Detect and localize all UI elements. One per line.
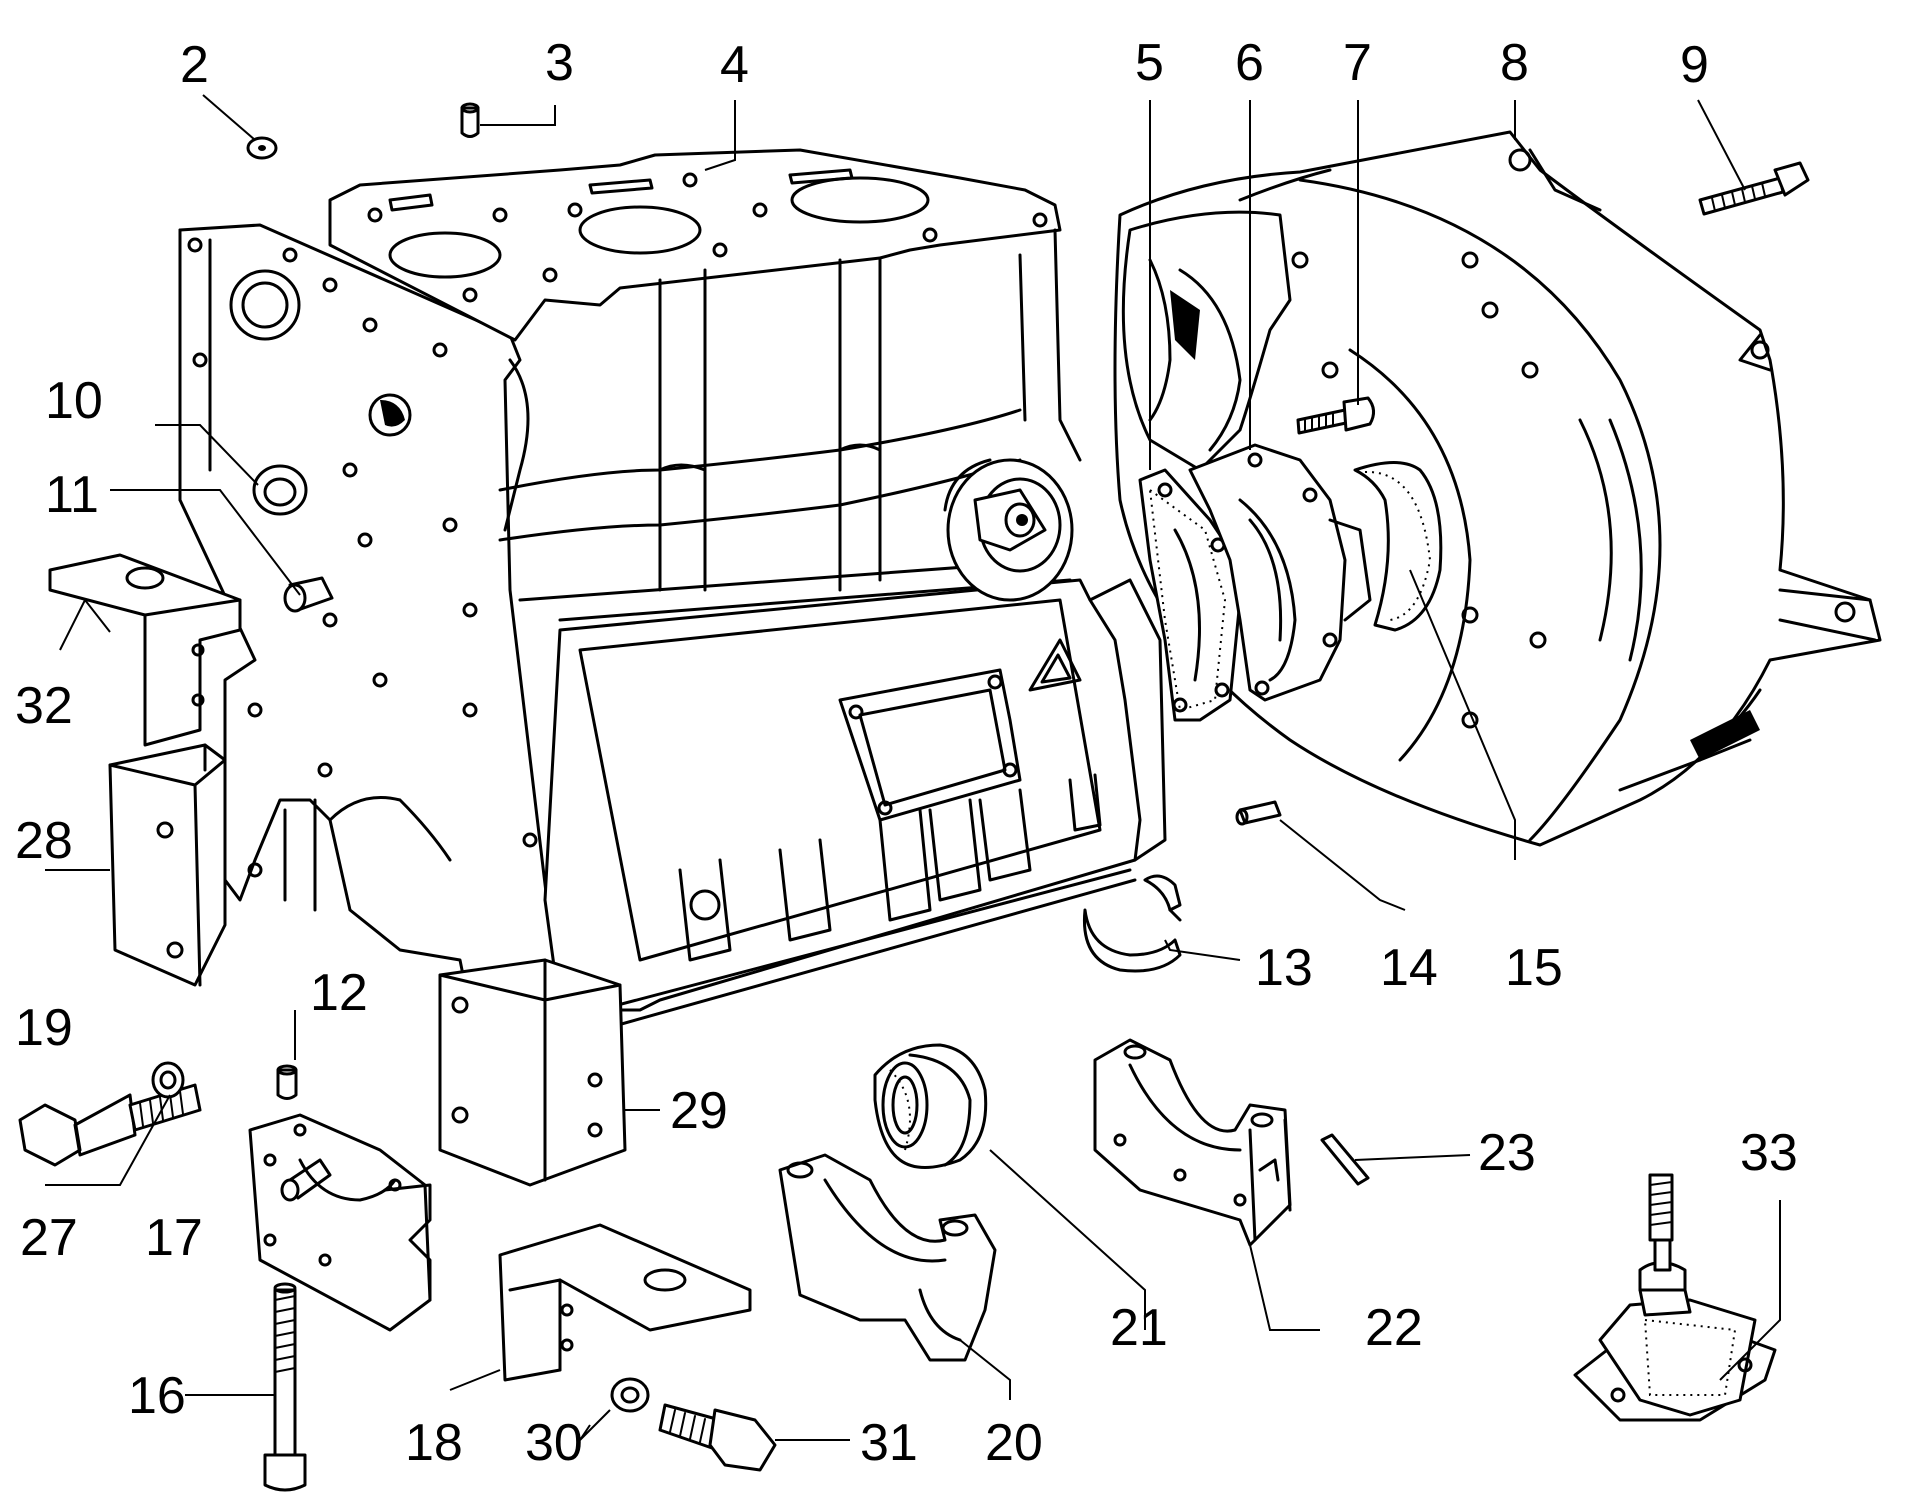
part-13-thrust-washers: [1082, 874, 1182, 973]
label-4: 4: [720, 36, 749, 94]
label-10: 10: [45, 372, 103, 430]
part-22-main-bearing-support: [1093, 1038, 1292, 1247]
label-15: 15: [1505, 939, 1563, 997]
label-13: 13: [1255, 939, 1313, 997]
label-29: 29: [670, 1082, 728, 1140]
label-17: 17: [145, 1209, 203, 1267]
part-32-angle-bracket: [48, 553, 242, 747]
part-31-bolt: [658, 1403, 777, 1472]
part-19-bolt: [18, 1083, 202, 1167]
label-23: 23: [1478, 1124, 1536, 1182]
label-33: 33: [1740, 1124, 1798, 1182]
part-6-seal-cover: [1188, 443, 1372, 702]
label-19: 19: [15, 999, 73, 1057]
part-30-washer: [610, 1377, 650, 1413]
label-30: 30: [525, 1414, 583, 1472]
label-12: 12: [310, 964, 368, 1022]
part-18-bracket: [498, 1223, 752, 1382]
part-9-bolt: [1698, 161, 1810, 216]
label-27: 27: [20, 1209, 78, 1267]
part-28-bracket-plate: [108, 743, 227, 987]
part-16-long-bolt: [263, 1282, 307, 1492]
part-33-rubber-mount: [1573, 1173, 1777, 1422]
part-29-bracket: [438, 958, 627, 1187]
label-14: 14: [1380, 939, 1438, 997]
label-9: 9: [1680, 36, 1709, 94]
part-12-pin: [276, 1064, 298, 1100]
part-3-dowel-pin: [460, 102, 480, 138]
part-15-seal-ring: [1353, 461, 1443, 632]
label-3: 3: [545, 34, 574, 92]
part-21-bearing-shell: [873, 1043, 988, 1169]
part-27-washer: [151, 1061, 185, 1099]
label-18: 18: [405, 1414, 463, 1472]
label-8: 8: [1500, 34, 1529, 92]
label-22: 22: [1365, 1299, 1423, 1357]
label-31: 31: [860, 1414, 918, 1472]
part-23-pin: [1320, 1133, 1370, 1186]
label-2: 2: [180, 36, 209, 94]
part-5-gasket: [1138, 468, 1242, 722]
part-2-washer: [246, 136, 278, 160]
leader-lines: [45, 94, 1781, 1441]
part-17-bearing-cap: [248, 1113, 432, 1332]
part-20-bearing-block: [778, 1153, 997, 1362]
part-14-pin: [1235, 800, 1282, 826]
part-11-bushing: [283, 576, 334, 613]
label-16: 16: [128, 1367, 186, 1425]
label-32: 32: [15, 677, 73, 735]
label-20: 20: [985, 1414, 1043, 1472]
part-7-bolt: [1296, 396, 1375, 435]
label-11: 11: [45, 466, 99, 524]
label-6: 6: [1235, 34, 1264, 92]
part-4-engine-block: [178, 148, 1167, 1032]
label-21: 21: [1110, 1299, 1168, 1357]
label-5: 5: [1135, 34, 1164, 92]
part-10-seal: [252, 464, 308, 516]
label-28: 28: [15, 812, 73, 870]
label-7: 7: [1343, 34, 1372, 92]
part-number-labels: 2 3 4 5 6 7 8 9 10 11 12 13 14 15 16 17 …: [15, 34, 1798, 1472]
